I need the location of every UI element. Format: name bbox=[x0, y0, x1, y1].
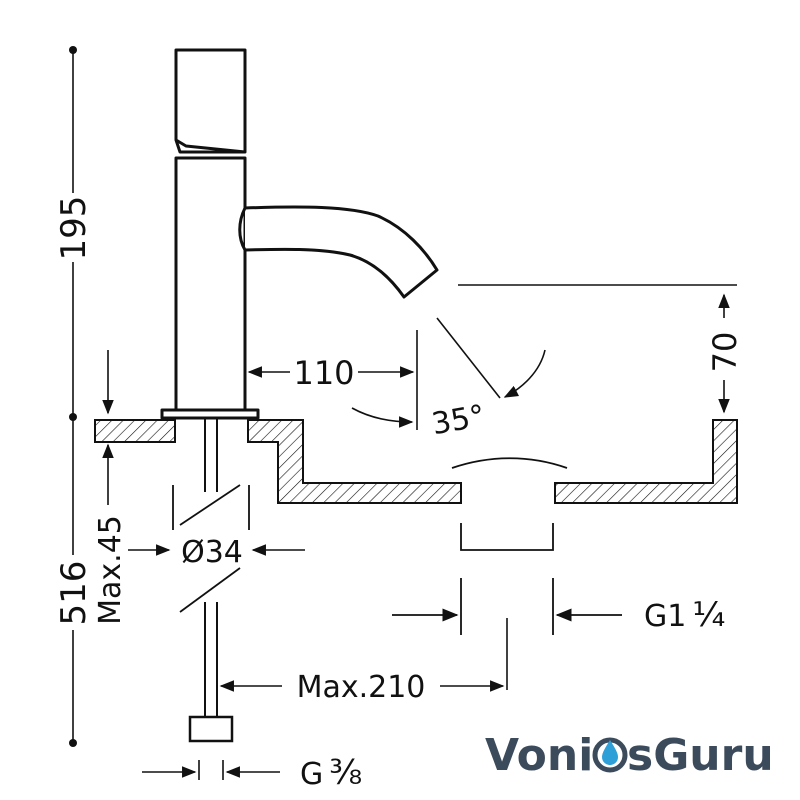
logo-text-left: Voni bbox=[485, 730, 593, 781]
clearance-dimension bbox=[458, 284, 737, 414]
water-drop-icon bbox=[592, 737, 628, 773]
clearance-label: 70 bbox=[706, 332, 744, 373]
overall-length-label: 516 bbox=[54, 561, 94, 626]
spout-projection-dimension bbox=[247, 330, 418, 430]
hose-thread-dimension bbox=[142, 760, 280, 780]
spout-angle-label: 35° bbox=[429, 399, 487, 443]
waste-outlet bbox=[392, 523, 622, 635]
spout-angle-dimension bbox=[351, 317, 546, 428]
hole-diameter-label: Ø34 bbox=[181, 535, 243, 570]
faucet-body bbox=[160, 48, 439, 420]
hose-reach-label: Max.210 bbox=[297, 670, 426, 705]
dimension-dots bbox=[69, 46, 77, 747]
clearance-label-gap bbox=[710, 318, 738, 380]
countertop-section bbox=[94, 419, 738, 504]
waste-thread-fraction: ¼ bbox=[692, 595, 725, 635]
deck-thickness-label: Max.45 bbox=[93, 515, 128, 625]
hose-reach-dimension bbox=[219, 618, 508, 692]
waste-thread-main: G1 bbox=[644, 599, 686, 634]
drain-cover bbox=[451, 457, 568, 469]
logo-text-right: sGuru bbox=[627, 730, 774, 781]
spout-projection-label: 110 bbox=[293, 354, 354, 392]
hose-break-marks bbox=[172, 484, 250, 613]
hose-thread-prefix: G bbox=[300, 757, 323, 792]
hose-thread-fraction: ⅜ bbox=[329, 753, 362, 793]
voniosguru-logo: Voni sGuru bbox=[485, 730, 774, 781]
supply-hose bbox=[188, 418, 234, 743]
spout-height-label: 195 bbox=[54, 196, 94, 261]
